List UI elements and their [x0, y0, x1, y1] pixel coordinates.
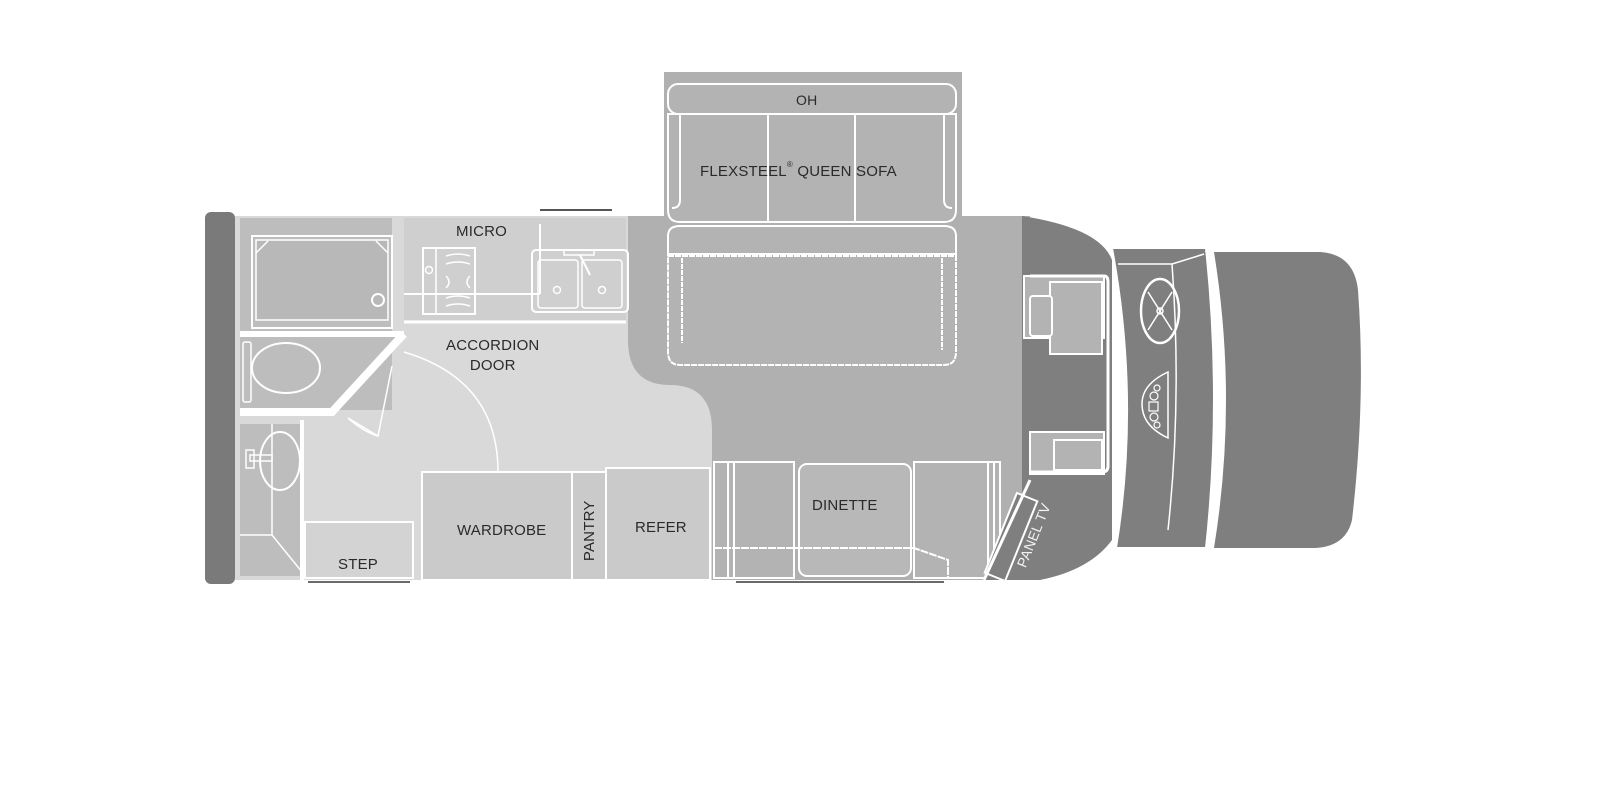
cab-chair-frame — [1030, 274, 1110, 474]
label-accordion: ACCORDION — [446, 337, 540, 354]
label-dinette: DINETTE — [812, 497, 878, 514]
windshield-line — [1205, 249, 1222, 549]
label-overhead: OH — [796, 92, 818, 108]
dashboard — [1110, 247, 1215, 549]
label-pantry: PANTRY — [580, 500, 598, 562]
refrigerator — [605, 467, 711, 581]
steering-wheel — [1139, 277, 1181, 345]
cooktop — [422, 247, 476, 315]
label-wardrobe: WARDROBE — [457, 522, 547, 539]
dinette-table — [798, 463, 912, 577]
dinette-bench-left — [713, 461, 795, 579]
panel-tv — [983, 491, 1039, 583]
shower-drain — [371, 293, 385, 307]
vanity — [240, 424, 300, 576]
label-sofa-name: FLEXSTEEL — [700, 163, 787, 180]
label-door: DOOR — [469, 357, 516, 375]
label-micro: MICRO — [456, 223, 507, 240]
sofa-bed-extension — [667, 255, 957, 366]
label-refer: REFER — [635, 519, 687, 536]
dinette-bench-right — [913, 461, 1001, 579]
wardrobe — [421, 471, 573, 581]
pantry — [571, 471, 607, 581]
rear-wall — [205, 212, 235, 584]
sofa-back — [667, 113, 957, 223]
label-sofa-rest: QUEEN SOFA — [792, 163, 897, 180]
registered-mark: ® — [786, 160, 793, 169]
sofa-seat — [667, 225, 957, 255]
label-accordion-door: ACCORDION DOOR — [446, 336, 539, 377]
label-step: STEP — [338, 556, 378, 573]
galley-counter — [404, 218, 626, 320]
vehicle-hood — [1214, 252, 1361, 548]
entry-step — [304, 521, 414, 579]
accordion-door-arc — [403, 351, 499, 473]
instrument-cluster — [1141, 370, 1169, 440]
toilet-bowl — [251, 342, 321, 394]
toilet-tank — [242, 341, 252, 403]
faucet — [249, 454, 273, 462]
label-queen-sofa: FLEXSTEEL® QUEEN SOFA — [700, 160, 897, 182]
sink-faucet — [563, 249, 595, 256]
